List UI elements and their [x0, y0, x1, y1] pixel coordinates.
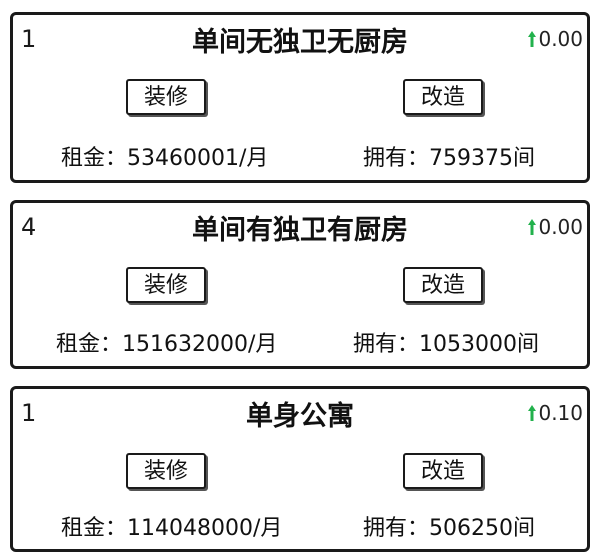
- renovate-button[interactable]: 改造: [403, 453, 483, 489]
- up-arrow-icon: [528, 405, 537, 421]
- owned-stat: 拥有：759375间: [363, 145, 535, 173]
- room-level: 1: [21, 399, 37, 427]
- owned-stat: 拥有：1053000间: [353, 331, 539, 359]
- owned-label: 拥有：: [353, 332, 420, 357]
- renovate-button[interactable]: 改造: [403, 79, 483, 115]
- rent-label: 租金：: [56, 332, 123, 357]
- room-title: 单身公寓: [246, 401, 354, 432]
- growth-indicator: 0.10: [527, 401, 583, 425]
- owned-value: 759375间: [429, 146, 535, 171]
- growth-value: 0.00: [538, 27, 583, 51]
- decorate-button[interactable]: 装修: [126, 79, 206, 115]
- room-title: 单间有独卫有厨房: [192, 215, 408, 246]
- growth-value: 0.00: [538, 215, 583, 239]
- room-title: 单间无独卫无厨房: [192, 27, 408, 58]
- room-level: 4: [21, 213, 37, 241]
- rent-label: 租金：: [61, 146, 128, 171]
- rent-value: 151632000/月: [122, 332, 278, 357]
- decorate-button[interactable]: 装修: [126, 453, 206, 489]
- rent-stat: 租金：53460001/月: [61, 145, 268, 173]
- growth-value: 0.10: [538, 401, 583, 425]
- room-level: 1: [21, 25, 37, 53]
- up-arrow-icon: [528, 219, 537, 235]
- owned-value: 1053000间: [419, 332, 539, 357]
- room-card: 1 单身公寓 0.10 装修 改造 租金：114048000/月 拥有：5062…: [10, 386, 590, 552]
- renovate-button[interactable]: 改造: [403, 267, 483, 303]
- rent-value: 114048000/月: [127, 516, 283, 541]
- growth-indicator: 0.00: [527, 27, 583, 51]
- rent-value: 53460001/月: [127, 146, 269, 171]
- owned-value: 506250间: [429, 516, 535, 541]
- growth-indicator: 0.00: [527, 215, 583, 239]
- rent-label: 租金：: [61, 516, 128, 541]
- owned-label: 拥有：: [363, 516, 430, 541]
- up-arrow-icon: [528, 31, 537, 47]
- owned-label: 拥有：: [363, 146, 430, 171]
- rent-stat: 租金：114048000/月: [61, 515, 282, 543]
- decorate-button[interactable]: 装修: [126, 267, 206, 303]
- rent-stat: 租金：151632000/月: [56, 331, 277, 359]
- room-card: 1 单间无独卫无厨房 0.00 装修 改造 租金：53460001/月 拥有：7…: [10, 12, 590, 183]
- room-card: 4 单间有独卫有厨房 0.00 装修 改造 租金：151632000/月 拥有：…: [10, 200, 590, 369]
- owned-stat: 拥有：506250间: [363, 515, 535, 543]
